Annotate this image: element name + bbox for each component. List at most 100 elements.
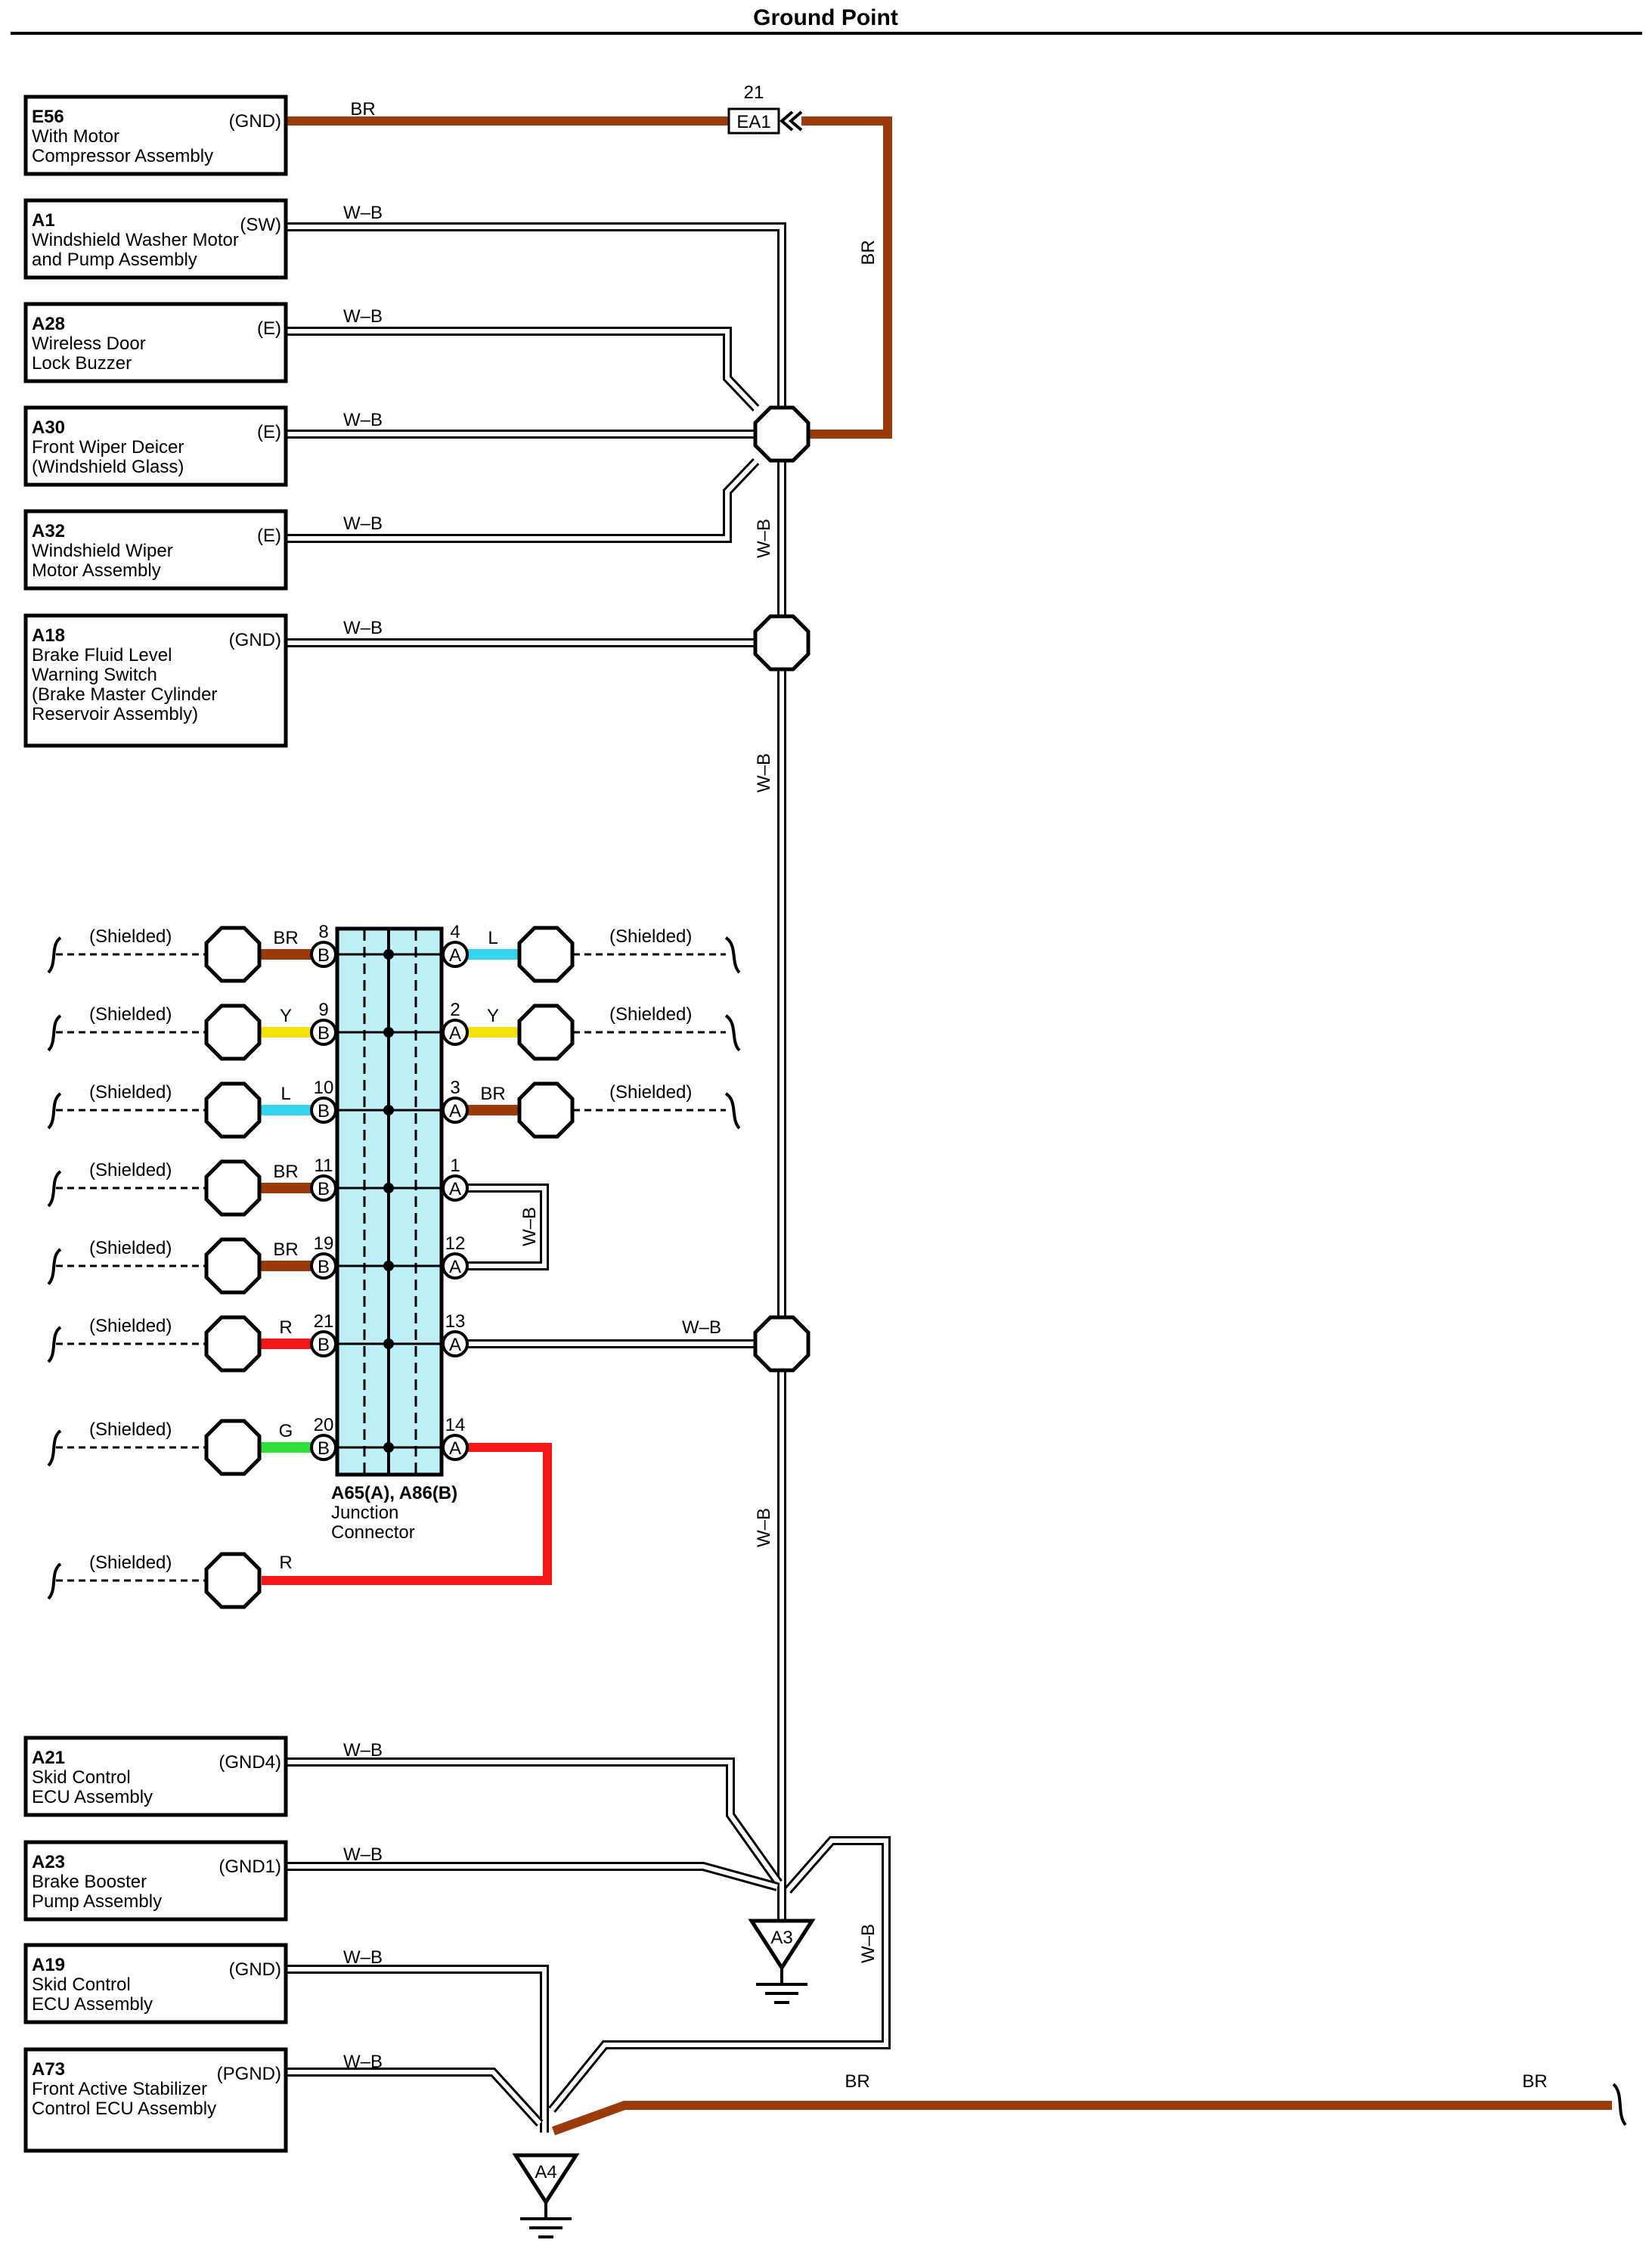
wire-a28-wb-core bbox=[286, 329, 758, 411]
wire-label-wb-vertical-4: W–B bbox=[858, 1924, 879, 1963]
component-pin-label: (GND) bbox=[229, 1959, 281, 1980]
wire-color-label: W–B bbox=[343, 1844, 383, 1865]
splice-octagon bbox=[206, 1317, 259, 1370]
junction-node bbox=[383, 1261, 394, 1271]
pin-letter: A bbox=[449, 1257, 461, 1277]
connector-ea1-chevron bbox=[779, 110, 803, 132]
pin-wire-color-label: W–B bbox=[682, 1317, 721, 1338]
component-box bbox=[23, 509, 288, 591]
ground-label: A3 bbox=[770, 1928, 792, 1948]
wire-break-mark bbox=[724, 1092, 741, 1130]
pin-number: 20 bbox=[314, 1415, 334, 1435]
pin-letter: B bbox=[318, 1335, 330, 1355]
pin-wire-color-label: BR bbox=[480, 1084, 505, 1104]
junction-right-pin-4: (Shielded)LA4 bbox=[442, 922, 741, 981]
wire-label-br-vertical: BR bbox=[858, 240, 879, 265]
pin-number: 11 bbox=[315, 1156, 333, 1176]
junction-right-pin-1: A1 bbox=[442, 1156, 469, 1202]
wire-color-label: BR bbox=[350, 99, 375, 119]
splice-octagon bbox=[206, 1006, 259, 1059]
component-pin-label: (GND1) bbox=[219, 1857, 281, 1877]
junction-extra-shielded: (Shielded) R bbox=[47, 1553, 293, 1607]
component-code: E56 bbox=[32, 107, 64, 127]
splice-octagon bbox=[519, 928, 572, 981]
pin-number: 9 bbox=[318, 1000, 328, 1020]
connector-ea1-pin-number: 21 bbox=[744, 82, 764, 103]
component-code: A73 bbox=[32, 2059, 65, 2080]
pin-number: 10 bbox=[314, 1078, 334, 1098]
component-name-line1: Front Wiper Deicer bbox=[32, 437, 184, 458]
component-box bbox=[23, 1736, 288, 1817]
wire-a3-to-a4 bbox=[548, 1836, 891, 2113]
pin-circle bbox=[442, 941, 469, 968]
shielded-label: (Shielded) bbox=[89, 1553, 172, 1573]
wire-break-mark bbox=[47, 1562, 62, 1600]
shielded-label: (Shielded) bbox=[609, 926, 692, 947]
pin-number: 13 bbox=[445, 1311, 466, 1332]
component-name-line1: Brake Fluid Level bbox=[32, 645, 172, 665]
component-name-line1: Brake Booster bbox=[32, 1872, 147, 1892]
component-name-line1: With Motor bbox=[32, 126, 119, 147]
component-code: A18 bbox=[32, 625, 65, 646]
wire-color-label: W–B bbox=[343, 1947, 383, 1968]
pin-letter: A bbox=[449, 1335, 461, 1355]
pin-wire-color-label: L bbox=[280, 1084, 290, 1104]
component-box bbox=[23, 405, 288, 487]
component-code: A21 bbox=[32, 1748, 65, 1768]
junction-node bbox=[383, 1339, 394, 1349]
wire-bottom-br bbox=[551, 2101, 1612, 2136]
wire-break-mark bbox=[47, 1248, 62, 1286]
wire-color-label: W–B bbox=[343, 410, 383, 430]
component-name-line2: Motor Assembly bbox=[32, 560, 161, 581]
wire-color-label: W–B bbox=[343, 1740, 383, 1761]
component-box bbox=[23, 302, 288, 383]
wire-14-red bbox=[262, 1443, 552, 1585]
component-pin-label: (SW) bbox=[240, 215, 281, 235]
pin-circle bbox=[442, 1097, 469, 1124]
wire-ea1-br-vertical bbox=[801, 116, 892, 439]
pin-circle bbox=[442, 1174, 469, 1202]
component-name-line2: (Windshield Glass) bbox=[32, 457, 184, 477]
component-name-line2: Warning Switch bbox=[32, 665, 157, 685]
splice-octagon bbox=[206, 1084, 259, 1137]
shielded-label: (Shielded) bbox=[89, 926, 172, 947]
wire-color-label: W–B bbox=[343, 618, 383, 638]
wire-a19-wb-core bbox=[286, 1967, 547, 2133]
extra-wire-color-label: R bbox=[279, 1553, 292, 1573]
wire-break-mark bbox=[724, 936, 741, 974]
wire-break-mark bbox=[47, 1170, 62, 1208]
splice-octagon bbox=[206, 1162, 259, 1215]
junction-label-line2: Junction bbox=[331, 1503, 398, 1523]
component-box bbox=[23, 198, 288, 280]
component-name-line2: ECU Assembly bbox=[32, 1994, 153, 2015]
component-name-line1: Skid Control bbox=[32, 1767, 131, 1788]
component-pin-label: (PGND) bbox=[217, 2064, 281, 2084]
ground-triangle bbox=[748, 1919, 816, 1971]
wire-a3-to-a4-core bbox=[550, 1838, 888, 2111]
pin-number: 4 bbox=[450, 922, 460, 942]
pin-wire-color-label: R bbox=[279, 1317, 292, 1338]
ground-a4: A4 bbox=[512, 2153, 580, 2238]
wire-break-mark bbox=[47, 936, 62, 974]
connector-ea1: EA1 21 bbox=[727, 82, 803, 135]
component-name-line2: Compressor Assembly bbox=[32, 146, 213, 166]
component-code: A28 bbox=[32, 314, 65, 334]
pin-wire-color-label: BR bbox=[273, 928, 298, 948]
pin-wire-color-label: BR bbox=[273, 1162, 298, 1182]
splice-octagon bbox=[519, 1084, 572, 1137]
